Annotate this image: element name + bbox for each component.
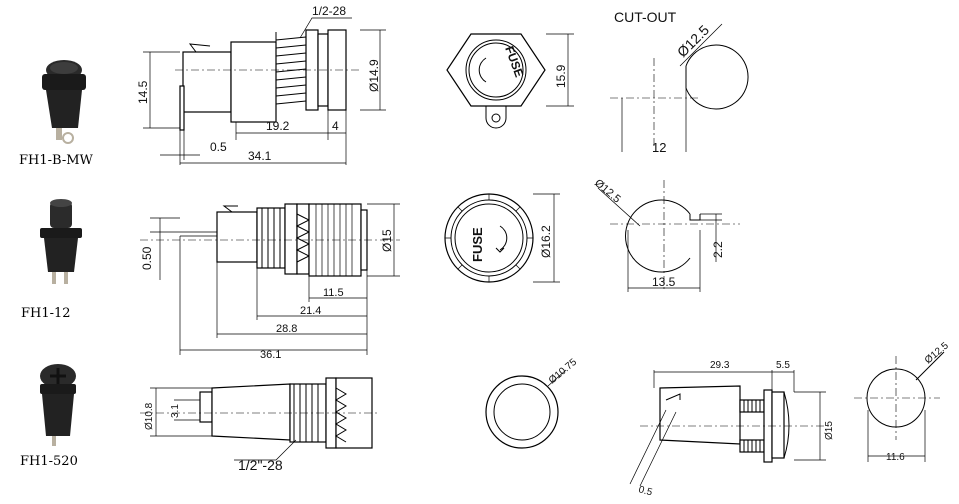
fh1-b-mw-side-view xyxy=(143,17,386,165)
fh1-12-side-view xyxy=(140,203,400,355)
r2-cap-text: FUSE xyxy=(470,227,485,262)
r2-cutout-width: 13.5 xyxy=(652,275,676,289)
r3-tab-label: 3.1 xyxy=(170,404,181,418)
r1-dia-label: Ø14.9 xyxy=(367,59,381,92)
r1-cutout-flat: 12 xyxy=(652,140,666,155)
r2-len-b-label: 21.4 xyxy=(300,305,321,317)
r1-total-label: 34.1 xyxy=(248,149,272,163)
r2-cap-dia: Ø16.2 xyxy=(539,225,553,258)
fh1-520-front-view xyxy=(485,369,567,449)
r2-cutout xyxy=(597,180,740,292)
r1-thread-label: 1/2-28 xyxy=(312,4,346,18)
r3-dia: Ø15 xyxy=(824,421,835,440)
fh1-b-mw-front-view xyxy=(446,33,574,129)
r2-dia-label: Ø15 xyxy=(380,229,394,252)
r3-cutout-dia: Ø12.5 xyxy=(923,340,951,366)
r1-cutout xyxy=(610,23,749,152)
r3-len-a: 29.3 xyxy=(710,360,730,371)
r1-len-b-label: 4 xyxy=(332,119,339,133)
r3-cap-dia: Ø10.75 xyxy=(547,357,580,387)
r3-thread-label: 1/2"-28 xyxy=(238,457,283,473)
r2-cutout-key: 2.2 xyxy=(711,241,725,258)
r3-len-b: 5.5 xyxy=(776,360,790,371)
fh1-520-photo xyxy=(40,364,76,446)
fh1-520-side-view xyxy=(140,377,380,461)
r2-len-a-label: 11.5 xyxy=(323,287,344,299)
fh1-12-photo xyxy=(40,199,82,284)
r1-len-a-label: 19.2 xyxy=(266,119,290,133)
r1-tab-label: 0.5 xyxy=(210,140,227,154)
r3-cutout xyxy=(854,351,945,462)
fh1-12-front-view xyxy=(444,193,560,283)
r2-len-d-label: 36.1 xyxy=(260,349,281,361)
r3-tab-b: 0.5 xyxy=(637,484,654,498)
r1-cutout-title: CUT-OUT xyxy=(614,9,677,25)
model-label-fh1-520: FH1-520 xyxy=(20,454,78,469)
r2-tab-label: 0.50 xyxy=(140,246,154,270)
model-label-fh1-12: FH1-12 xyxy=(21,306,71,321)
r1-height-label: 14.5 xyxy=(136,80,150,104)
r1-nut-label: 15.9 xyxy=(554,64,568,88)
model-label-fh1-b-mw: FH1-B-MW xyxy=(19,153,93,168)
fh1-b-mw-photo xyxy=(42,60,86,144)
r3-dia-body: Ø10.8 xyxy=(144,402,155,430)
r2-len-c-label: 28.8 xyxy=(276,323,297,335)
r2-cutout-dia: Ø12.5 xyxy=(592,177,623,205)
fh1-520-panel-view xyxy=(629,370,830,487)
r3-cutout-width: 11.6 xyxy=(886,452,905,463)
